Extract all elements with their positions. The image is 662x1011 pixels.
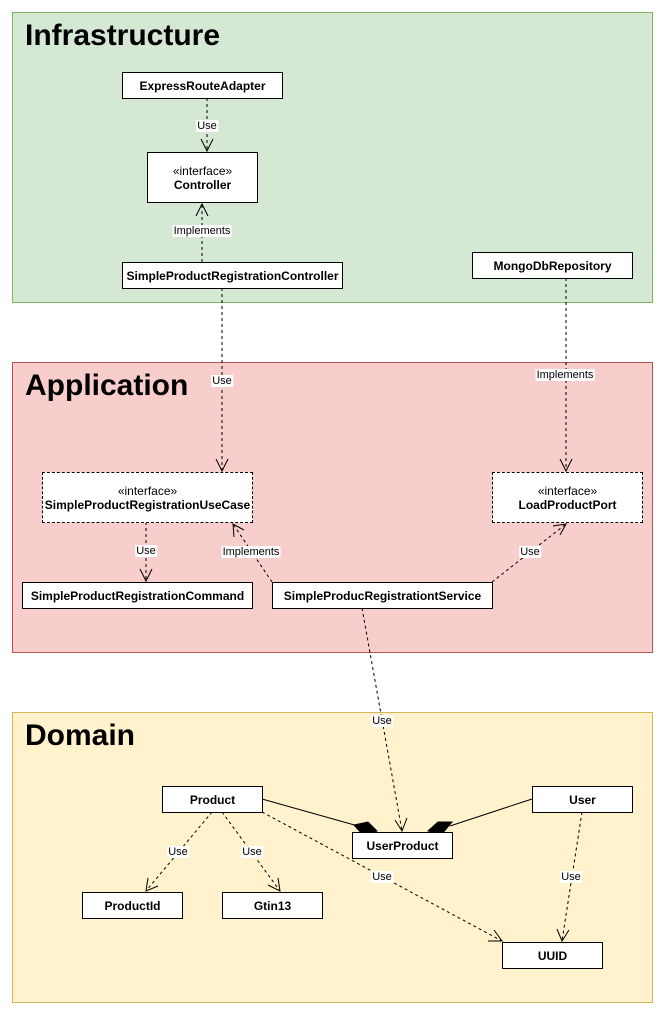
- node-name: SimpleProductRegistrationController: [126, 268, 339, 283]
- node-uuid[interactable]: UUID: [502, 942, 603, 969]
- edge-label: Use: [560, 871, 582, 883]
- edge-label: Use: [211, 375, 233, 387]
- arrowhead-open: [145, 877, 159, 892]
- infrastructure-layer-title: Infrastructure: [25, 19, 221, 52]
- node-command[interactable]: SimpleProductRegistrationCommand: [22, 582, 253, 609]
- arrowhead-open: [394, 817, 408, 833]
- edge-product-uses-product-id: [145, 811, 213, 892]
- node-name: LoadProductPort: [518, 497, 617, 512]
- arrowhead-open: [559, 458, 573, 473]
- arrowhead-open: [215, 458, 229, 473]
- arrowhead-open: [232, 523, 245, 538]
- node-name: SimpleProductRegistrationCommand: [30, 588, 245, 603]
- node-name: Product: [189, 792, 236, 807]
- edge-label: Use: [241, 846, 263, 858]
- edge-label: Use: [371, 715, 393, 727]
- node-name: Gtin13: [253, 898, 292, 913]
- node-name: UUID: [537, 948, 568, 963]
- edge-user-uses-uuid: [561, 811, 583, 942]
- edge-product-to-user-product: [261, 798, 359, 827]
- node-service[interactable]: SimpleProducRegistrationtService: [272, 582, 493, 609]
- edge-label: Implements: [221, 546, 281, 558]
- node-name: MongoDbRepository: [493, 258, 612, 273]
- node-gtin13[interactable]: Gtin13: [222, 892, 323, 919]
- arrowhead-open: [195, 202, 209, 217]
- edge-user-to-user-product: [449, 798, 533, 827]
- node-stereotype: «interface»: [172, 163, 233, 178]
- diamond-filled: [353, 821, 378, 836]
- node-user[interactable]: User: [532, 786, 633, 813]
- node-simple-product-registration-controller[interactable]: SimpleProductRegistrationController: [122, 262, 343, 289]
- edge-label: Use: [519, 546, 541, 558]
- arrowhead-open: [267, 877, 281, 892]
- node-name: UserProduct: [366, 838, 439, 853]
- edge-label: Use: [135, 545, 157, 557]
- application-layer-title: Application: [25, 369, 189, 402]
- node-name: User: [569, 792, 596, 807]
- node-stereotype: «interface»: [117, 483, 178, 498]
- node-stereotype: «interface»: [537, 483, 598, 498]
- arrowhead-open: [488, 929, 503, 942]
- edge-label: Implements: [172, 225, 232, 237]
- arrowhead-open: [552, 523, 567, 536]
- arrowhead-open: [200, 138, 214, 153]
- node-name: Controller: [173, 177, 232, 192]
- diamond-filled: [426, 821, 454, 835]
- infrastructure-layer: Infrastructure: [12, 12, 653, 303]
- node-user-product[interactable]: UserProduct: [352, 832, 453, 859]
- edge-label: Use: [196, 120, 218, 132]
- node-product[interactable]: Product: [162, 786, 263, 813]
- node-controller[interactable]: «interface» Controller: [147, 152, 258, 203]
- edge-label: Use: [167, 846, 189, 858]
- node-name: SimpleProductRegistrationUseCase: [44, 497, 251, 512]
- node-name: ProductId: [104, 898, 161, 913]
- node-mongo-db-repository[interactable]: MongoDbRepository: [472, 252, 633, 279]
- arrowhead-open: [139, 568, 153, 583]
- domain-layer-title: Domain: [25, 719, 136, 752]
- node-product-id[interactable]: ProductId: [82, 892, 183, 919]
- node-use-case[interactable]: «interface» SimpleProductRegistrationUse…: [42, 472, 253, 523]
- node-express-route-adapter[interactable]: ExpressRouteAdapter: [122, 72, 283, 99]
- node-load-product-port[interactable]: «interface» LoadProductPort: [492, 472, 643, 523]
- node-name: SimpleProducRegistrationtService: [283, 588, 482, 603]
- arrowhead-open: [556, 928, 570, 943]
- edge-label: Implements: [535, 369, 595, 381]
- edge-label: Use: [371, 871, 393, 883]
- node-name: ExpressRouteAdapter: [139, 78, 266, 93]
- edge-service-uses-user-product: [361, 607, 403, 832]
- edge-service-uses-port: [491, 523, 567, 583]
